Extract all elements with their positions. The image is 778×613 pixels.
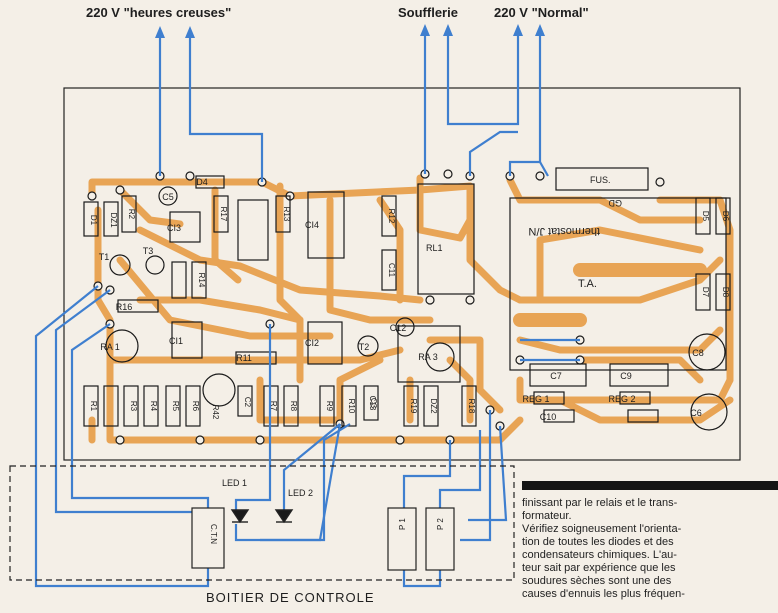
- component-label: R10: [347, 399, 356, 414]
- component-label: C12: [390, 323, 407, 333]
- component-label: C13: [368, 396, 377, 411]
- component-label: R9: [325, 401, 334, 412]
- text-column-bar: [522, 481, 778, 490]
- article-line: soudures sèches sont une des: [522, 575, 672, 587]
- article-line: causes d'ennuis les plus fréquen-: [522, 588, 685, 600]
- component-label: R13: [282, 207, 291, 222]
- article-line: Vérifiez soigneusement l'orienta-: [522, 523, 682, 535]
- component-label: R16: [116, 302, 133, 312]
- component-label: CI2: [305, 338, 319, 348]
- component-label: C6: [690, 408, 702, 418]
- component-label: R2: [127, 209, 136, 220]
- label-heures-creuses: 220 V "heures creuses": [86, 5, 231, 20]
- potentiometer-p2: [425, 507, 455, 571]
- component-label: C7: [550, 371, 562, 381]
- component-label: REG 2: [608, 394, 635, 404]
- component-label: R14: [197, 273, 206, 288]
- component-label: R6: [191, 401, 200, 412]
- label-rl1: RL1: [426, 243, 443, 253]
- component-outlines: [83, 167, 731, 431]
- component-label: R4: [149, 401, 158, 412]
- blue-wires: [34, 28, 580, 588]
- label-thermostat: thermostat J/N: [528, 225, 600, 237]
- component-label: R1: [89, 401, 98, 412]
- component-label: RA 1: [100, 342, 120, 352]
- label-fus: FUS.: [590, 175, 611, 185]
- component-label: D1: [89, 215, 98, 226]
- label-p2: P 2: [436, 518, 445, 530]
- article-line: teur sait par expérience que les: [522, 562, 676, 574]
- component-label: R18: [467, 399, 476, 414]
- component-label: C9: [620, 371, 632, 381]
- component-label: CI1: [169, 336, 183, 346]
- ctn-sensor: [191, 507, 225, 569]
- component-label: D4: [196, 177, 208, 187]
- component-label: T3: [143, 246, 154, 256]
- component-label: R12: [387, 209, 396, 224]
- label-boitier-de-controle: BOITIER DE CONTROLE: [206, 590, 375, 605]
- led-symbols: [230, 509, 294, 524]
- article-text: finissant par le relais et le trans- for…: [522, 497, 758, 608]
- component-label: R5: [171, 401, 180, 412]
- label-soufflerie: Soufflerie: [398, 5, 458, 20]
- component-label: REG 1: [522, 394, 549, 404]
- component-label: D7: [701, 287, 710, 298]
- component-label: R3: [129, 401, 138, 412]
- component-label: CI4: [305, 220, 319, 230]
- component-label: R8: [289, 401, 298, 412]
- label-led2: LED 2: [288, 488, 313, 498]
- component-label: RA 3: [418, 352, 438, 362]
- label-led1: LED 1: [222, 478, 247, 488]
- component-label: T2: [359, 342, 370, 352]
- control-box-outline: [9, 465, 515, 581]
- article-line: formateur.: [522, 510, 572, 522]
- label-gd: GD: [608, 198, 622, 208]
- article-line: finissant par le relais et le trans-: [522, 497, 678, 509]
- component-label: D8: [721, 287, 730, 298]
- potentiometer-p1: [387, 507, 417, 571]
- component-label: D5: [701, 211, 710, 222]
- wide-traces: [513, 263, 707, 327]
- component-label: DZ2: [429, 398, 438, 414]
- component-label: R42: [211, 405, 220, 420]
- component-label: T1: [99, 252, 110, 262]
- component-label: C10: [540, 412, 557, 422]
- component-label: DZ1: [109, 212, 118, 228]
- component-label: C8: [692, 348, 704, 358]
- component-label: C5: [162, 192, 174, 202]
- article-line: condensateurs chimiques. L'au-: [522, 549, 677, 561]
- component-label: R17: [219, 207, 228, 222]
- component-label: R19: [409, 399, 418, 414]
- component-label: C3: [369, 398, 378, 409]
- label-p1: P 1: [398, 518, 407, 530]
- component-label: C11: [387, 263, 396, 278]
- component-label: C2: [243, 397, 252, 408]
- board-outline: [63, 87, 741, 461]
- label-normal: 220 V "Normal": [494, 5, 589, 20]
- component-label: R11: [236, 353, 252, 363]
- article-line: tion de toutes les diodes et des: [522, 536, 674, 548]
- component-label: CI3: [167, 223, 181, 233]
- label-ctn: C.T.N: [209, 524, 218, 544]
- label-ta: T.A.: [578, 278, 597, 290]
- component-label: D6: [721, 211, 730, 222]
- wire-arrows: [155, 24, 545, 38]
- component-label: R7: [269, 401, 278, 412]
